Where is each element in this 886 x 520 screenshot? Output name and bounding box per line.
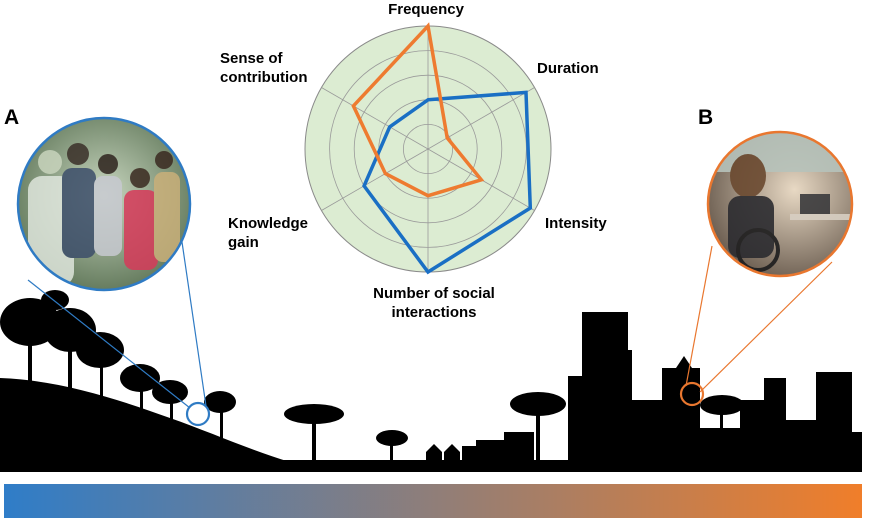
panel-a-letter: A — [4, 106, 19, 129]
panel-b-ring — [706, 130, 854, 278]
panel-a-callout-line-right — [181, 241, 207, 407]
radar-series-2-polygon — [351, 22, 485, 198]
panel-b-location-marker — [679, 381, 705, 407]
gradient-bar — [4, 484, 862, 518]
axis-label-intensity: Intensity — [545, 215, 607, 232]
panel-b-callout-line-left — [685, 245, 713, 387]
radar-series-1-polygon — [362, 90, 533, 275]
axis-label-knowledge-gain-line-2: gain — [228, 234, 259, 251]
axis-label-knowledge-gain-line-1: Knowledge — [228, 215, 308, 232]
panel-a-photo — [18, 118, 190, 290]
forest-trees-left — [0, 290, 236, 440]
axis-label-sense-of-contribution-line-1: Sense of — [220, 50, 284, 67]
city-skyline — [568, 312, 862, 462]
panel-b-letter: B — [698, 106, 713, 129]
panel-a-ring — [16, 116, 192, 292]
axis-label-number-of-social-interactions-line-1: Number of social — [373, 285, 495, 302]
axis-label-number-of-social-interactions-line-2: interactions — [391, 304, 476, 321]
trees-middle — [284, 392, 744, 462]
panel-a-location-marker — [185, 401, 211, 427]
panel-b: B — [679, 106, 854, 407]
radar-spoke — [321, 87, 429, 150]
houses — [426, 432, 534, 462]
axis-label-duration: Duration — [537, 60, 599, 77]
panel-a: A — [4, 106, 211, 427]
landscape-silhouette — [0, 290, 862, 472]
axis-label-frequency: Frequency — [388, 1, 465, 18]
panel-a-callout-line-left — [27, 279, 191, 409]
axis-label-sense-of-contribution-line-2: contribution — [220, 69, 307, 86]
panel-b-callout-line-right — [699, 261, 833, 393]
radar-spoke — [321, 148, 429, 211]
